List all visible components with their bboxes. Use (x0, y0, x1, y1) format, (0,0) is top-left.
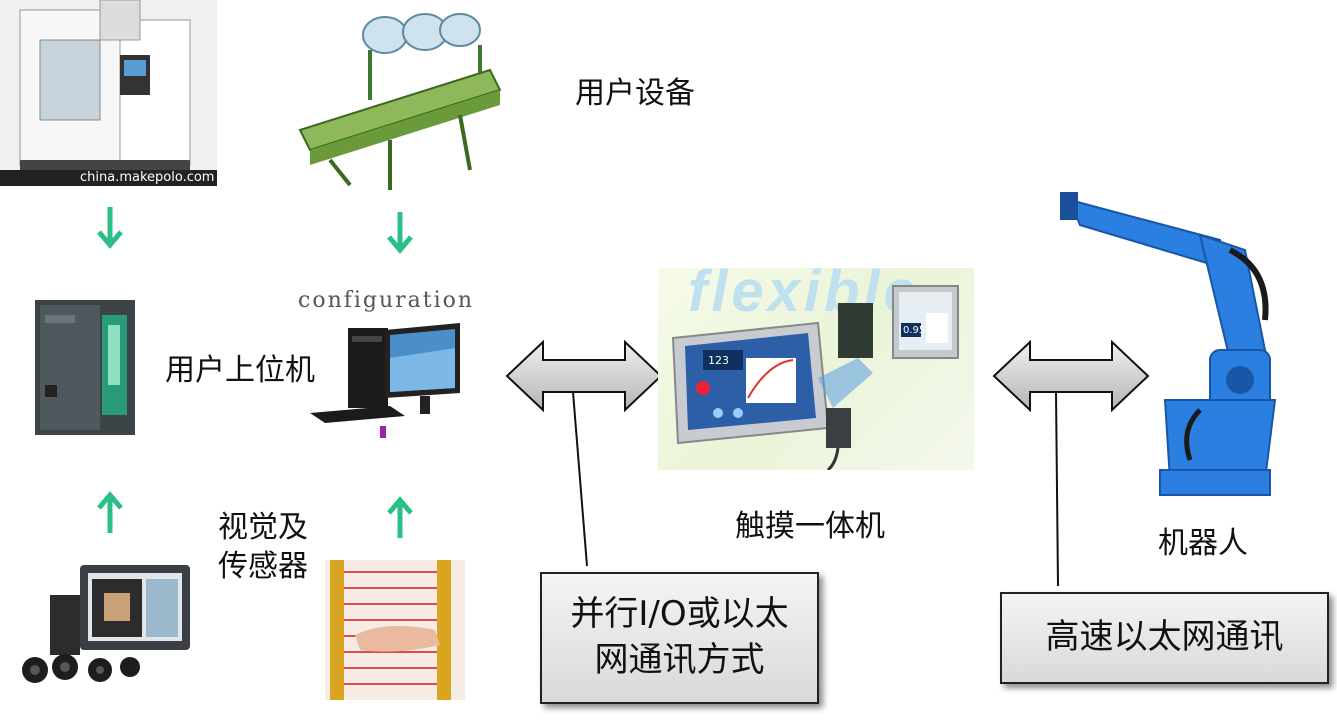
vision-sensor-label: 视觉及 传感器 (218, 508, 308, 586)
connector-line-right (1055, 391, 1059, 587)
double-arrow-right (992, 340, 1150, 412)
configuration-text: configuration (298, 288, 475, 313)
robot-image: HAMOTOM AWAKBAY (1060, 180, 1290, 510)
user-host-label: 用户上位机 (165, 353, 315, 388)
arrow-down-icon (387, 212, 413, 254)
screen-value: 123 (708, 354, 729, 367)
parallel-io-line1: 并行I/O或以太 (570, 594, 789, 635)
arrow-up-icon (97, 491, 123, 533)
parallel-io-line2: 网通讯方式 (594, 640, 765, 680)
panel-value: 0.95 (903, 325, 926, 336)
conveyor-image (290, 10, 510, 192)
touch-panel-label: 触摸一体机 (735, 509, 885, 544)
cnc-credit-text: china.makepolo.com (80, 170, 215, 185)
arrow-down-icon (97, 207, 123, 249)
vision-system-image (20, 555, 190, 690)
arrow-up-icon (387, 496, 413, 538)
user-equipment-label: 用户设备 (575, 76, 695, 111)
high-speed-ethernet-text: 高速以太网通讯 (1045, 617, 1284, 658)
robot-label: 机器人 (1158, 526, 1248, 561)
cnc-machine-image: china.makepolo.com (0, 0, 217, 186)
parallel-io-callout: 并行I/O或以太 网通讯方式 (540, 572, 819, 704)
light-curtain-image (325, 560, 465, 700)
high-speed-ethernet-callout: 高速以太网通讯 (1000, 592, 1329, 684)
touch-panel-image: flexible 123 0.95 (658, 268, 974, 470)
connector-line-left (572, 391, 588, 567)
plc-image (30, 295, 145, 440)
host-computer-image (310, 318, 480, 438)
flexible-text: flexible (688, 268, 920, 324)
vision-sensor-line1: 视觉及 (218, 510, 308, 545)
vision-sensor-line2: 传感器 (218, 549, 308, 584)
